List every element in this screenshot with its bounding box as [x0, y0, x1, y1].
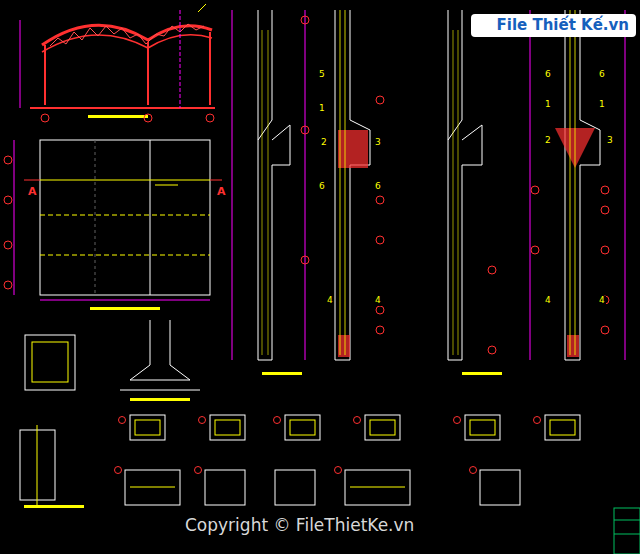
grid-axis: A	[216, 186, 227, 198]
callout-number: 5	[318, 70, 326, 80]
column-elevations	[232, 10, 625, 375]
callout-number: 6	[598, 70, 606, 80]
truss-elevation	[20, 4, 215, 122]
callout-number: 6	[544, 70, 552, 80]
callout-number: 4	[326, 296, 334, 306]
section-details	[115, 415, 581, 505]
callout-number: 1	[544, 100, 552, 110]
callout-number: 6	[374, 182, 382, 192]
title-block	[614, 508, 640, 554]
callout-number: 2	[320, 138, 328, 148]
callout-number: 6	[318, 182, 326, 192]
roof-plan	[4, 140, 222, 310]
callout-number: 1	[318, 104, 326, 114]
callout-number: 4	[544, 296, 552, 306]
callout-number: 4	[598, 296, 606, 306]
callout-number: 3	[606, 136, 614, 146]
callout-number: 3	[374, 138, 382, 148]
grid-axis: A	[27, 186, 38, 198]
logo-text: File Thiết Kế.vn	[471, 14, 637, 37]
foundation-details	[20, 320, 200, 508]
callout-number: 4	[374, 296, 382, 306]
watermark: Copyright © FileThietKe.vn	[185, 516, 414, 535]
callout-number: 1	[598, 100, 606, 110]
callout-number: 2	[544, 136, 552, 146]
